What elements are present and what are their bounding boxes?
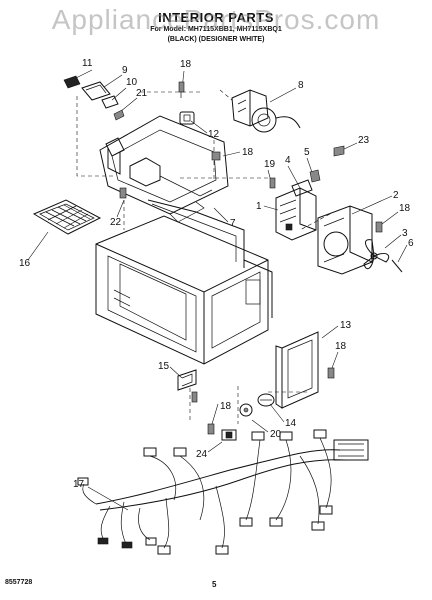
callout-7: 7 bbox=[230, 218, 236, 229]
callout-12: 12 bbox=[208, 129, 220, 140]
alignment-lines bbox=[76, 89, 331, 424]
callout-13: 13 bbox=[340, 320, 352, 331]
part-18-screw-lower bbox=[327, 367, 335, 379]
callout-18-right: 18 bbox=[399, 203, 411, 214]
footer-code: 8557728 bbox=[5, 579, 33, 586]
page-number: 5 bbox=[212, 580, 217, 589]
part-8-blower-motor bbox=[231, 89, 301, 133]
callout-18-top: 18 bbox=[180, 59, 192, 70]
callout-21: 21 bbox=[136, 88, 148, 99]
part-13-panel-frame bbox=[275, 331, 319, 409]
callout-23: 23 bbox=[358, 135, 370, 146]
callout-9: 9 bbox=[122, 65, 128, 76]
part-19-screw bbox=[269, 177, 276, 189]
callout-labels: 11 9 10 21 18 8 12 18 23 19 4 5 1 2 18 3… bbox=[19, 58, 414, 490]
part-20-washer bbox=[239, 403, 253, 417]
cavity-wrapper bbox=[95, 199, 273, 365]
page-title: INTERIOR PARTS bbox=[158, 10, 274, 25]
part-18-screw-bottom bbox=[191, 391, 215, 435]
model-numbers: For Model: MH7115XBB1, MH7115XBQ1 bbox=[150, 26, 282, 33]
part-10-clip bbox=[101, 95, 119, 109]
callout-18-bottom: 18 bbox=[220, 401, 232, 412]
part-5-clip bbox=[309, 169, 321, 183]
callout-15: 15 bbox=[158, 361, 170, 372]
callout-4: 4 bbox=[285, 155, 291, 166]
part-4-bracket bbox=[291, 179, 313, 197]
part-11-cap bbox=[63, 75, 81, 89]
part-17-wire-harness bbox=[77, 429, 369, 555]
callout-8: 8 bbox=[298, 80, 304, 91]
callout-2: 2 bbox=[393, 190, 399, 201]
callout-20: 20 bbox=[270, 429, 282, 440]
part-18-screw-right bbox=[375, 221, 383, 233]
part-21-screw bbox=[113, 109, 125, 121]
part-18-screw-top bbox=[178, 81, 185, 98]
callout-19: 19 bbox=[264, 159, 276, 170]
color-variants: (BLACK) (DESIGNER WHITE) bbox=[167, 36, 265, 43]
part-2-fan-housing bbox=[317, 205, 373, 275]
part-6-pin bbox=[391, 259, 403, 273]
callout-3: 3 bbox=[402, 228, 408, 239]
callout-11: 11 bbox=[82, 58, 93, 69]
part-9-plate bbox=[81, 81, 111, 101]
callout-14: 14 bbox=[285, 418, 297, 429]
part-22-screw bbox=[119, 187, 127, 199]
part-14-thermostat bbox=[257, 393, 275, 407]
part-15-bracket bbox=[177, 369, 197, 391]
callout-18-lower: 18 bbox=[335, 341, 347, 352]
part-12-connector bbox=[179, 111, 195, 125]
callout-22: 22 bbox=[110, 217, 122, 228]
part-3-fan-blade bbox=[363, 239, 390, 270]
callout-6: 6 bbox=[408, 238, 414, 249]
part-16-grease-filter bbox=[32, 199, 102, 235]
callout-24: 24 bbox=[196, 449, 208, 460]
callout-18-mid: 18 bbox=[242, 147, 254, 158]
callout-1: 1 bbox=[256, 201, 262, 212]
part-1-control-module bbox=[275, 187, 317, 241]
part-24-connector bbox=[221, 429, 237, 441]
callout-10: 10 bbox=[126, 77, 138, 88]
part-7-mounting-bracket bbox=[99, 115, 229, 223]
callout-16: 16 bbox=[19, 258, 31, 269]
part-23-screw bbox=[333, 145, 345, 157]
callout-5: 5 bbox=[304, 147, 310, 158]
